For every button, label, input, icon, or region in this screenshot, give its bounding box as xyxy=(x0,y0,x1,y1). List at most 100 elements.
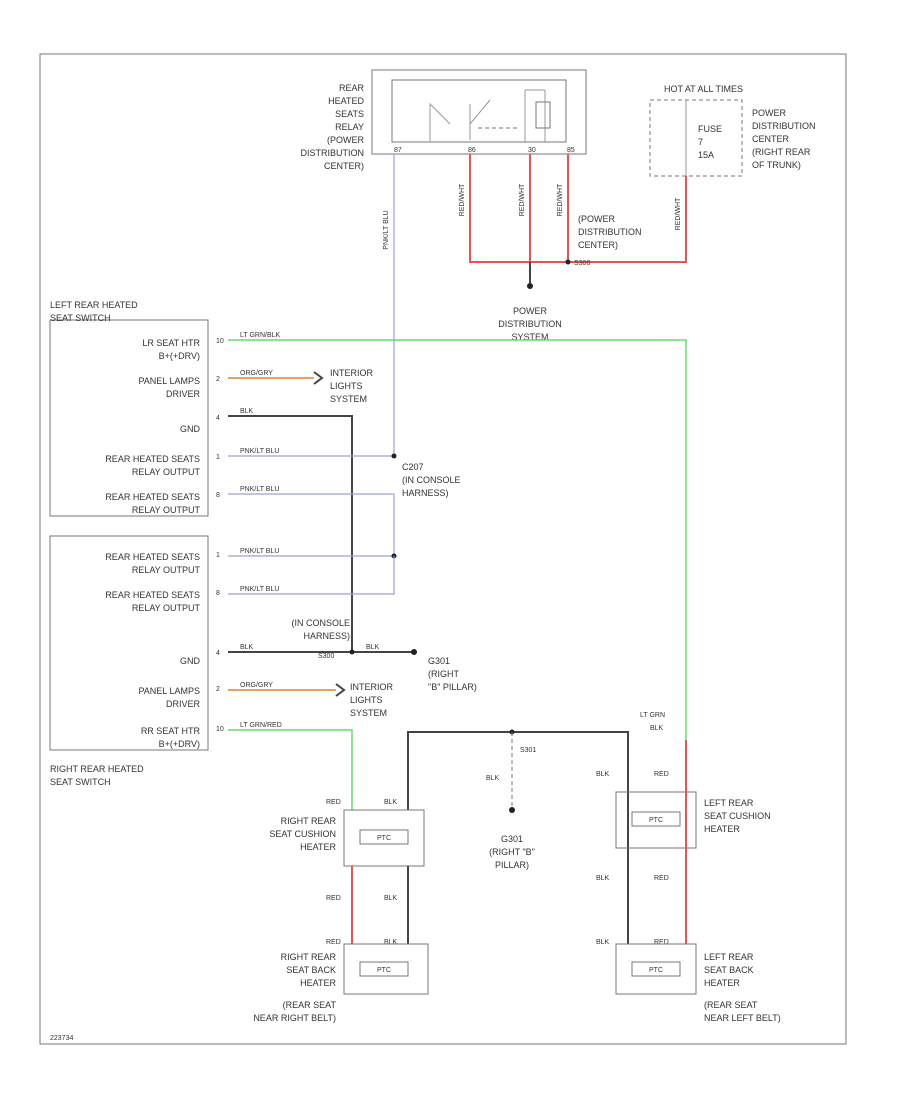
relay-inner-box xyxy=(391,79,567,143)
wire-label-pnk-right-2: PNK/LT BLU xyxy=(240,586,279,593)
rr-cushion-ptc-label: PTC xyxy=(377,835,391,842)
g301-id: G301 xyxy=(428,656,450,666)
fuse-location-line-2: DISTRIBUTION xyxy=(752,121,816,131)
wire-label-lt-grn-blk: LT GRN/BLK xyxy=(240,332,281,339)
interior-lights-right-line-2: LIGHTS xyxy=(350,695,383,705)
footer-code: 223734 xyxy=(50,1035,73,1042)
rr-cushion-blk: BLK xyxy=(384,799,398,806)
rs-pin5-label-1: RR SEAT HTR xyxy=(141,726,201,736)
c207-right-note-1: (IN CONSOLE xyxy=(291,618,350,628)
wire-label-blk-lt-grn: BLK xyxy=(650,725,664,732)
c207-splice-top xyxy=(391,453,397,459)
fuse-box xyxy=(649,99,743,177)
ls-pin3-num: 4 xyxy=(216,415,220,422)
c207-id: C207 xyxy=(402,462,424,472)
relay-pin-87: 87 xyxy=(394,147,402,154)
power-wires: S300 RED/WHT RED/WHT RED/WHT RED/WHT (PO… xyxy=(459,154,687,342)
interior-lights-left-line-3: SYSTEM xyxy=(330,394,367,404)
relay-label-line-5: (POWER xyxy=(327,135,364,145)
wire-label-pnk-left-2: PNK/LT BLU xyxy=(240,486,279,493)
wire-label-blk-right: BLK xyxy=(240,644,254,651)
ls-pin2-label-1: PANEL LAMPS xyxy=(138,376,200,386)
interior-lights-left-line-1: INTERIOR xyxy=(330,368,374,378)
pds-label-line-3: SYSTEM xyxy=(511,332,548,342)
fuse-number: 7 xyxy=(698,137,703,147)
ls-pin5-label-2: RELAY OUTPUT xyxy=(132,505,201,515)
g301-mid-note-1: (RIGHT "B" xyxy=(489,847,535,857)
ls-pin5-num: 8 xyxy=(216,492,220,499)
c207-note-1: (IN CONSOLE xyxy=(402,475,461,485)
rr-cushion-line-2: SEAT CUSHION xyxy=(269,829,336,839)
rs-pin3-label: GND xyxy=(180,656,201,666)
c207-note-2: HARNESS) xyxy=(402,488,449,498)
right-rear-heated-seat-switch: RIGHT REAR HEATED SEAT SWITCH REAR HEATE… xyxy=(49,535,224,787)
pds-label-line-2: DISTRIBUTION xyxy=(498,319,562,329)
wire-label-pnk-left-1: PNK/LT BLU xyxy=(240,448,279,455)
lr-back-ptc xyxy=(631,961,681,977)
right-rear-heaters: PTC RIGHT REAR SEAT CUSHION HEATER RED B… xyxy=(253,799,429,1023)
left-switch-title-line-2: SEAT SWITCH xyxy=(50,313,111,323)
fuse-location-line-4: (RIGHT REAR xyxy=(752,147,811,157)
lr-cushion-ptc xyxy=(631,811,681,827)
interior-lights-left-line-2: LIGHTS xyxy=(330,381,363,391)
rr-cushion-box xyxy=(343,809,425,867)
right-switch-title-line-1: RIGHT REAR HEATED xyxy=(50,764,144,774)
fuse-header-line-1: HOT AT ALL TIMES xyxy=(664,84,743,94)
lr-back-blk: BLK xyxy=(596,939,610,946)
ls-pin3-label: GND xyxy=(180,424,201,434)
ls-pin1-num: 10 xyxy=(216,338,224,345)
left-switch-box xyxy=(49,319,209,517)
rr-cushion-line-3: HEATER xyxy=(300,842,336,852)
relay-label-line-3: SEATS xyxy=(335,109,364,119)
right-interior-arrow xyxy=(335,683,346,697)
lr-back-line-1: LEFT REAR xyxy=(704,952,754,962)
relay-pin-30: 30 xyxy=(528,147,536,154)
rr-back-line-3: HEATER xyxy=(300,978,336,988)
left-rear-heaters: PTC LEFT REAR SEAT CUSHION HEATER BLK RE… xyxy=(596,740,781,1023)
s300-ground-dot xyxy=(527,283,533,289)
diagram-frame xyxy=(39,53,847,1045)
s300-splice-label: S300 xyxy=(318,653,334,660)
lr-back-line-4: (REAR SEAT xyxy=(704,1000,758,1010)
right-relay-out-2 xyxy=(228,556,395,595)
left-rear-heated-seat-switch: LEFT REAR HEATED SEAT SWITCH LR SEAT HTR… xyxy=(49,300,224,517)
relay-outer-box xyxy=(371,69,587,155)
right-relay-out-1 xyxy=(228,494,395,557)
fuse-7: HOT AT ALL TIMES FUSE 7 15A POWER DISTRI… xyxy=(649,84,816,177)
wire-label-red-wht-4: RED/WHT xyxy=(675,197,682,230)
rr-red-mid: RED xyxy=(326,895,341,902)
rs-pin2-num: 8 xyxy=(216,590,220,597)
lr-back-line-3: HEATER xyxy=(704,978,740,988)
relay-label-line-2: HEATED xyxy=(328,96,364,106)
lr-blk-mid: BLK xyxy=(596,875,610,882)
rs-pin5-label-2: B+(+DRV) xyxy=(159,739,200,749)
s301-label: S301 xyxy=(520,747,536,754)
lr-cushion-line-1: LEFT REAR xyxy=(704,798,754,808)
relay-coil xyxy=(535,101,551,129)
pdc-label-line-2: DISTRIBUTION xyxy=(578,227,642,237)
relay-output-wire: PNK/LT BLU xyxy=(383,154,395,458)
s300-splice-ground xyxy=(349,649,355,655)
ls-pin2-label-2: DRIVER xyxy=(166,389,201,399)
relay-label-line-1: REAR xyxy=(339,83,365,93)
ls-pin1-label-1: LR SEAT HTR xyxy=(142,338,200,348)
wire-label-lt-grn: LT GRN xyxy=(640,712,665,719)
rr-back-box xyxy=(343,943,429,995)
interior-lights-right-line-3: SYSTEM xyxy=(350,708,387,718)
red-wht-loop xyxy=(469,154,687,263)
ls-pin1-label-2: B+(+DRV) xyxy=(159,351,200,361)
rr-back-red: RED xyxy=(326,939,341,946)
lr-back-line-2: SEAT BACK xyxy=(704,965,754,975)
blk-ground-bus xyxy=(407,731,629,944)
g301-note-1: (RIGHT xyxy=(428,669,459,679)
g301-mid-ground-dot xyxy=(509,807,515,813)
g301-mid-id: G301 xyxy=(501,834,523,844)
rr-back-line-2: SEAT BACK xyxy=(286,965,336,975)
rr-cushion-ptc xyxy=(359,829,409,845)
rs-pin2-label-1: REAR HEATED SEATS xyxy=(105,590,200,600)
fuse-name: FUSE xyxy=(698,124,722,134)
g301-ground-dot xyxy=(411,649,417,655)
rs-pin4-label-2: DRIVER xyxy=(166,699,201,709)
rs-pin3-num: 4 xyxy=(216,650,220,657)
ls-pin4-num: 1 xyxy=(216,454,220,461)
